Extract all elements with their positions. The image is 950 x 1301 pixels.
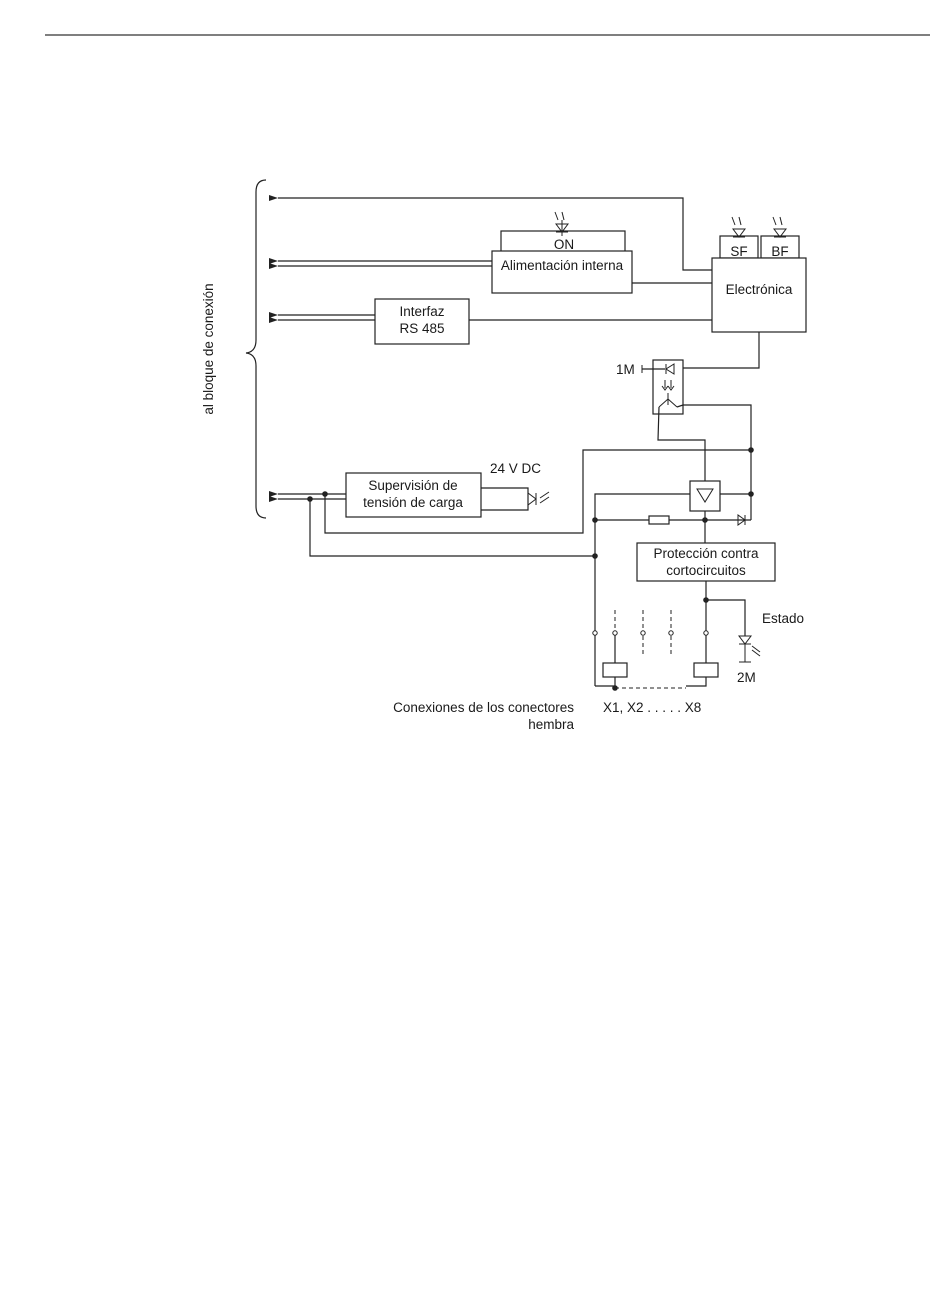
- wire-opto-down: [658, 407, 705, 481]
- on-led-icon: [555, 212, 568, 236]
- bf-led-icon: [773, 217, 786, 237]
- sf-led-icon: [732, 217, 745, 237]
- bracket: [246, 180, 266, 518]
- supervision-led-icon: [528, 492, 549, 505]
- wire-left-rail: [595, 494, 690, 686]
- wire-sup-led: [481, 488, 528, 510]
- interfaz-label-2: RS 485: [399, 321, 444, 336]
- electronica-label: Electrónica: [726, 282, 793, 297]
- estado-label: Estado: [762, 611, 804, 626]
- conexiones-label-1: Conexiones de los conectores: [393, 700, 574, 715]
- on-label: ON: [554, 237, 574, 252]
- sf-label: SF: [730, 244, 747, 259]
- supervision-label-2: tensión de carga: [363, 495, 463, 510]
- resistor-icon: [649, 516, 669, 524]
- m2-label: 2M: [737, 670, 756, 685]
- alimentacion-label: Alimentación interna: [501, 258, 624, 273]
- m1-label: 1M: [616, 362, 635, 377]
- wire-elec-opto: [683, 332, 759, 368]
- side-label: al bloque de conexión: [201, 283, 216, 414]
- x-range-label: X1, X2 . . . . . X8: [603, 700, 701, 715]
- wire-estado: [706, 600, 745, 636]
- bf-label: BF: [771, 244, 788, 259]
- driver-box: [690, 481, 720, 511]
- connector-pins: [593, 610, 718, 691]
- conexiones-label-2: hembra: [528, 717, 574, 732]
- estado-led-icon: [739, 636, 760, 662]
- v24-label: 24 V DC: [490, 461, 541, 476]
- interfaz-label-1: Interfaz: [399, 304, 444, 319]
- proteccion-label-1: Protección contra: [653, 546, 759, 561]
- supervision-label-1: Supervisión de: [368, 478, 457, 493]
- proteccion-label-2: cortocircuitos: [666, 563, 746, 578]
